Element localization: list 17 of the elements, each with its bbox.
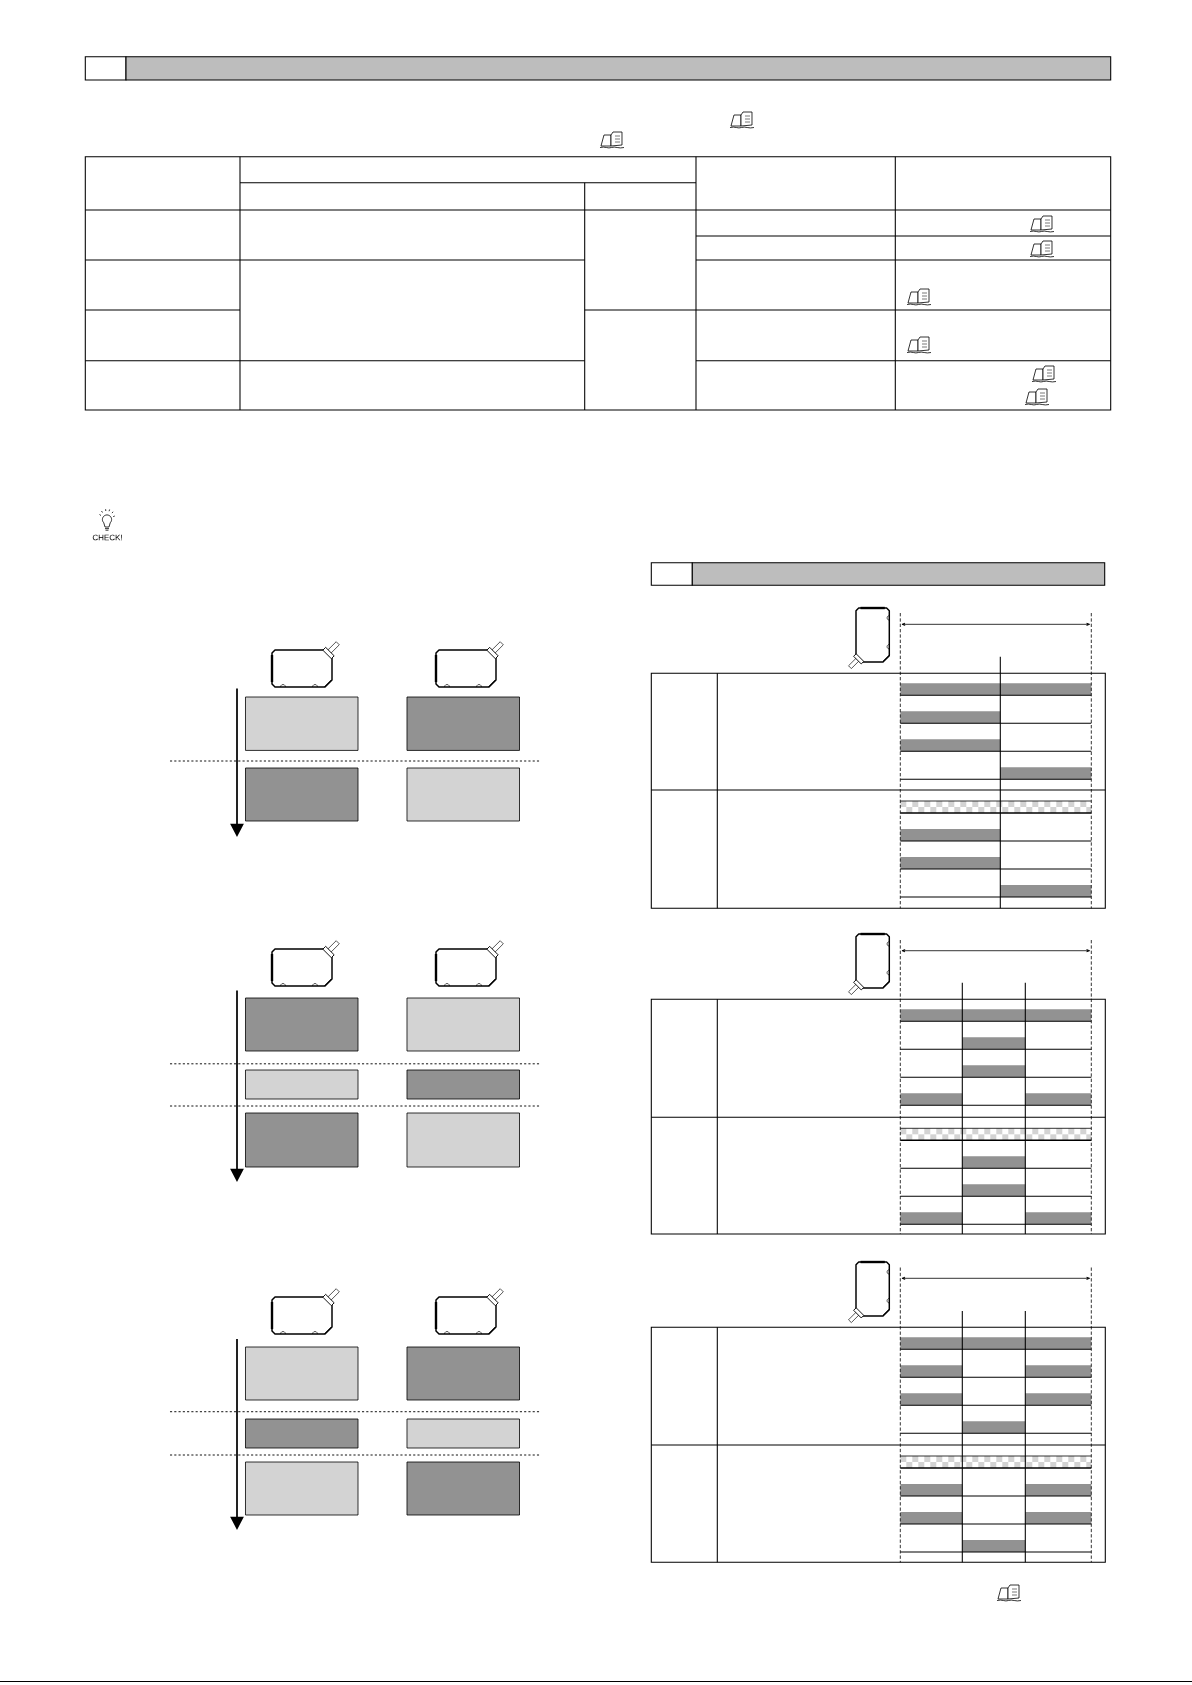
shaded-box [406,1418,520,1449]
shaded-box [245,767,359,822]
shaded-box [245,1461,359,1516]
shaded-box [245,1069,359,1100]
shaded-box [406,696,520,751]
shaded-box [245,997,359,1052]
shaded-box [406,1112,520,1168]
shaded-box [406,997,520,1052]
shaded-box [245,1112,359,1168]
shaded-box [406,1069,520,1100]
shaded-box [406,767,520,822]
shaded-box [245,696,359,751]
shaded-box [245,1346,359,1401]
shaded-box [406,1461,520,1516]
shaded-box [406,1346,520,1401]
shaded-box [245,1418,359,1449]
icon-caption: CHECK! [92,534,122,541]
